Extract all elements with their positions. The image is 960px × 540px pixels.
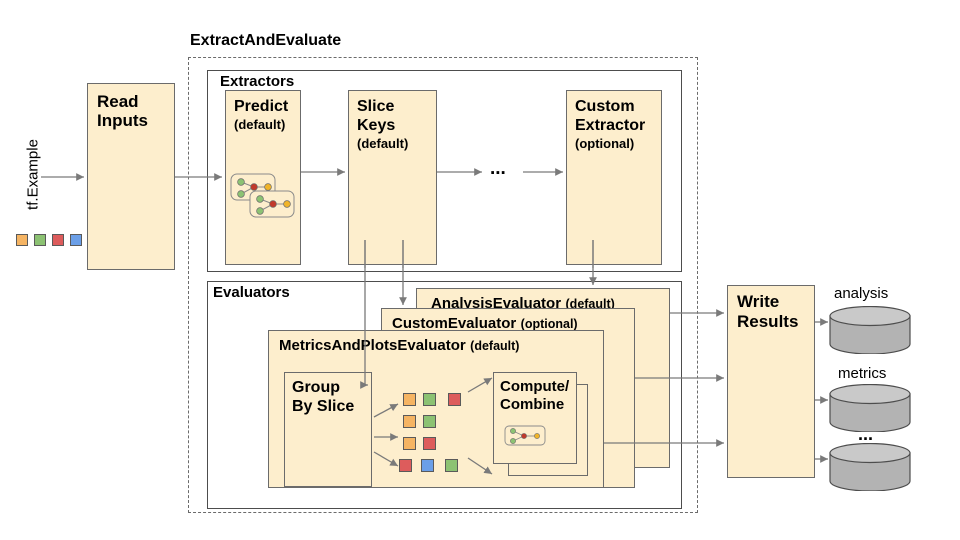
- slice-swatch: [403, 415, 416, 428]
- input-swatch-green: [34, 234, 46, 246]
- extractor-slice-keys-title-1: Slice: [357, 98, 395, 115]
- graph-icon: [230, 173, 295, 218]
- arrow-group-to-row3: [373, 451, 399, 467]
- extractor-custom-title-1: Custom: [575, 98, 635, 115]
- evaluator-custom-qualifier: (optional): [520, 317, 578, 331]
- extractor-custom-qualifier: (optional): [575, 136, 635, 151]
- read-inputs-label-1: Read Inputs: [97, 92, 148, 131]
- evaluator-custom-header: CustomEvaluator (optional): [392, 315, 578, 333]
- slice-swatch: [403, 393, 416, 406]
- group-by-slice-label-2: By Slice: [292, 398, 355, 415]
- read-inputs-box[interactable]: Read Inputs: [87, 83, 175, 270]
- arrow-slicekeys-to-metrics: [360, 240, 368, 389]
- input-swatch-blue: [70, 234, 82, 246]
- evaluator-analysis-qualifier: (default): [565, 297, 615, 311]
- write-results-label-2: Results: [737, 312, 799, 331]
- output-label-metrics: metrics: [838, 365, 887, 382]
- output-cylinder-metrics: [829, 384, 911, 432]
- output-cylinder-analysis: [829, 306, 911, 354]
- compute-combine-label-1: Compute/: [500, 378, 570, 395]
- slice-swatch: [403, 437, 416, 450]
- extractor-predict-box[interactable]: Predict (default): [225, 90, 301, 265]
- extractors-ellipsis: ...: [490, 158, 506, 179]
- slice-swatch: [399, 459, 412, 472]
- slice-swatch: [448, 393, 461, 406]
- slice-swatch: [421, 459, 434, 472]
- arrow-swatch-to-compute-bottom: [467, 457, 493, 475]
- compute-combine-label-2: Combine: [500, 396, 565, 413]
- extractor-slice-keys-box[interactable]: Slice Keys (default): [348, 90, 437, 265]
- evaluator-custom-title: CustomEvaluator: [392, 315, 517, 332]
- extractor-custom-title-2: Extractor: [575, 117, 646, 134]
- input-swatch-red: [52, 234, 64, 246]
- arrow-group-to-row1: [373, 403, 399, 418]
- output-cylinder-other: [829, 443, 911, 491]
- evaluator-metrics-title: MetricsAndPlotsEvaluator: [279, 337, 466, 354]
- evaluators-group: [207, 281, 682, 509]
- slice-swatch: [445, 459, 458, 472]
- output-label-analysis: analysis: [834, 285, 889, 302]
- evaluator-metrics-header: MetricsAndPlotsEvaluator (default): [279, 337, 519, 355]
- slice-swatch: [423, 437, 436, 450]
- slice-swatch: [423, 415, 436, 428]
- evaluator-metrics-qualifier: (default): [470, 339, 520, 353]
- evaluators-label: Evaluators: [213, 284, 290, 301]
- compute-combine-box[interactable]: Compute/ Combine: [493, 372, 577, 464]
- write-results-box[interactable]: Write Results: [727, 285, 815, 478]
- slice-swatch: [423, 393, 436, 406]
- output-label-ellipsis: ...: [858, 424, 874, 444]
- extractor-slice-keys-qualifier: (default): [357, 136, 409, 151]
- group-by-slice-label-1: Group: [292, 379, 340, 396]
- extractor-custom-box[interactable]: Custom Extractor (optional): [566, 90, 662, 265]
- arrow-swatch-to-compute-top: [467, 377, 493, 393]
- extractor-predict-qualifier: (default): [234, 117, 286, 132]
- write-results-label-1: Write: [737, 292, 780, 311]
- extractor-predict-title: Predict: [234, 98, 289, 115]
- extract-and-evaluate-container: [188, 57, 698, 513]
- extractors-label: Extractors: [220, 73, 295, 90]
- mini-graph-icon: [504, 425, 546, 446]
- evaluator-analysis-title: AnalysisEvaluator: [431, 295, 562, 312]
- group-by-slice-box[interactable]: Group By Slice: [284, 372, 372, 487]
- evaluator-analysis-header: AnalysisEvaluator (default): [431, 295, 615, 313]
- extractors-group: [207, 70, 682, 272]
- input-swatch-orange: [16, 234, 28, 246]
- extractor-slice-keys-title-2: Keys: [357, 117, 396, 134]
- extract-and-evaluate-title: ExtractAndEvaluate: [190, 32, 342, 49]
